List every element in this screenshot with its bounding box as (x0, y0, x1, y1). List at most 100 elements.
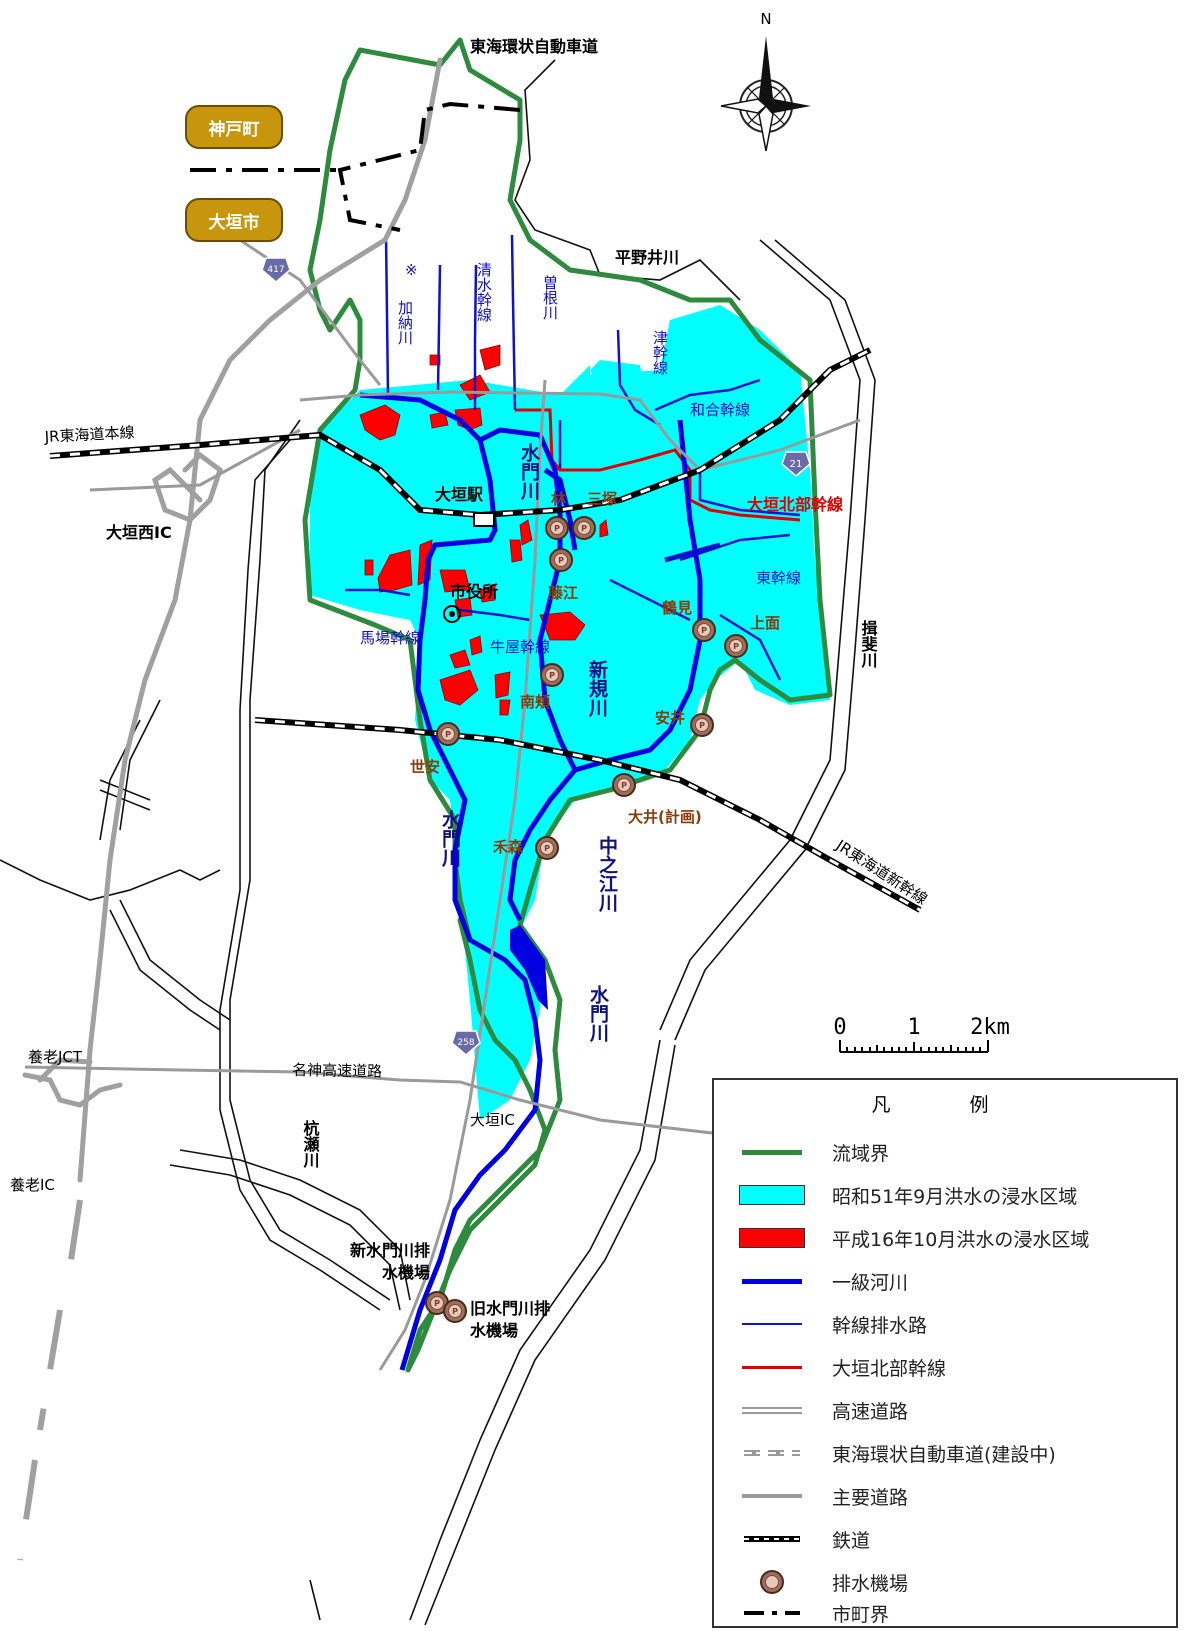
scale-2km: 2km (970, 1015, 1010, 1040)
svg-text:P: P (699, 721, 705, 730)
class1-river-icon (736, 1273, 808, 1289)
north-arrow-icon (720, 36, 811, 152)
legend-label: 平成16年10月洪水の浸水区域 (832, 1228, 1090, 1251)
route-21-label: 21 (790, 459, 803, 470)
label-yoro-ic: 養老IC (10, 1176, 55, 1194)
legend-label: 幹線排水路 (832, 1314, 928, 1337)
label-baba-trunk: 馬場幹線 (360, 629, 420, 647)
pump-kamori: P (535, 836, 559, 860)
scale-bar (839, 1040, 989, 1053)
label-nakanoe-river: 中之江川 (596, 835, 619, 913)
svg-text:P: P (701, 626, 707, 635)
label-fujie: 藤江 (548, 584, 578, 602)
label-city-hall: 市役所 (450, 582, 498, 601)
legend-label: 排水機場 (832, 1572, 909, 1595)
legend-label: 高速道路 (832, 1400, 909, 1423)
label-shinki-river: 新規川 (586, 659, 609, 718)
legend-title: 凡 例 (871, 1094, 1019, 1116)
pump-minamiyori: P (540, 663, 564, 687)
expressway-icon (736, 1402, 808, 1418)
legend-row-basin: 流域界 (714, 1132, 1176, 1172)
label-meishin: 名神高速道路 (292, 1061, 382, 1081)
legend-label: 鉄道 (832, 1529, 871, 1552)
ogaki-north-trunk-line (515, 408, 801, 522)
legend-row-railway: 鉄道 (714, 1519, 1176, 1559)
label-oi-planned: 大井(計画) (628, 808, 702, 826)
label-ogaki-north-trunk: 大垣北部幹線 (747, 495, 843, 514)
label-ogaki-station: 大垣駅 (435, 485, 484, 504)
town-badge-godo: 神戸町 (185, 105, 283, 149)
east-trunk-thick (664, 542, 721, 563)
label-old-pump-wrap: 旧水門川排水機場 (470, 1299, 551, 1340)
pump-seyasu: P (436, 722, 460, 746)
legend-row-trunk-drain: 幹線排水路 (714, 1304, 1176, 1344)
label-kano-mark: ※ (405, 261, 418, 279)
nakanoe-river-widening (510, 925, 548, 1010)
label-ushiya-trunk: 牛屋幹線 (490, 638, 550, 656)
trunk-drain-icon (736, 1316, 808, 1332)
svg-text:P: P (621, 781, 627, 790)
route-417-label: 417 (267, 265, 284, 275)
svg-text:P: P (544, 844, 550, 853)
label-minamiyori: 南頬 (520, 693, 551, 711)
expressway-construction-icon (736, 1445, 808, 1461)
svg-text:P: P (554, 524, 560, 533)
legend-row-municipal: 市町界 (714, 1598, 1176, 1628)
flood-2004-icon (736, 1228, 808, 1248)
pump-new-suimon: P (425, 1291, 449, 1315)
svg-text:P: P (733, 642, 739, 651)
municipal-boundary-icon (736, 1605, 808, 1621)
label-sone-river: 曽根川 (541, 275, 559, 320)
expressways (22, 57, 443, 1183)
label-wago-trunk: 和合幹線 (690, 401, 750, 419)
railway-icon (736, 1531, 808, 1547)
pump-old-suimon: P (443, 1299, 467, 1323)
expressway-construction (17, 1199, 83, 1561)
label-ogaki-west-ic: 大垣西IC (106, 523, 172, 542)
svg-text:P: P (434, 1299, 440, 1308)
legend: 凡 例 流域界 昭和51年9月洪水の浸水区域 平成16年10月洪水の浸水区域 一… (712, 1078, 1178, 1628)
major-road-icon (736, 1488, 808, 1504)
route-shield-258: 258 (451, 1030, 481, 1056)
label-shimizu-trunk: 清水幹線 (475, 262, 493, 322)
legend-label: 主要道路 (832, 1486, 909, 1509)
background-roads (0, 59, 876, 1626)
scale-0: 0 (833, 1015, 846, 1040)
legend-row-flood-1976: 昭和51年9月洪水の浸水区域 (714, 1175, 1176, 1215)
town-badge-ogaki: 大垣市 (185, 198, 283, 242)
legend-label: 東海環状自動車道(建設中) (832, 1443, 1056, 1466)
railways (49, 347, 922, 913)
label-tsu-trunk: 津幹線 (651, 330, 669, 375)
label-ogaki-ic: 大垣IC (470, 1111, 515, 1129)
legend-label: 大垣北部幹線 (832, 1357, 947, 1380)
route-258-label: 258 (457, 1038, 474, 1048)
label-new-pump-wrap: 新水門川排水機場 (349, 1241, 430, 1282)
label-suimon-river-upper: 水門川 (518, 443, 541, 501)
svg-text:P: P (581, 524, 587, 533)
legend-label: 一級河川 (832, 1271, 909, 1294)
legend-row-expressway: 高速道路 (714, 1390, 1176, 1430)
pump-hayashi: P (545, 516, 569, 540)
pump-fujie: P (549, 548, 573, 572)
label-mitsuzuka: 三塚 (587, 490, 617, 508)
legend-row-major-road: 主要道路 (714, 1476, 1176, 1516)
legend-label: 市町界 (832, 1603, 890, 1626)
legend-row-class1-river: 一級河川 (714, 1261, 1176, 1301)
svg-text:P: P (549, 671, 555, 680)
svg-text:P: P (558, 556, 564, 565)
pump-tsurumi: P (692, 618, 716, 642)
pump-station-icon (736, 1570, 808, 1594)
legend-row-ogaki-north: 大垣北部幹線 (714, 1347, 1176, 1387)
label-old-pump: 旧水門川排水機場 (470, 1299, 551, 1340)
pump-uwamo: P (724, 634, 748, 658)
label-tsurumi: 鶴見 (662, 599, 692, 617)
route-shield-21: 21 (781, 451, 811, 477)
label-new-pump: 新水門川排水機場 (349, 1241, 430, 1282)
label-jr-tokaido-main: JR東海道本線 (43, 423, 135, 446)
legend-row-expressway-construction: 東海環状自動車道(建設中) (714, 1433, 1176, 1473)
label-suimon-river-mid: 水門川 (439, 810, 462, 868)
legend-label: 昭和51年9月洪水の浸水区域 (832, 1185, 1078, 1208)
route-shield-417: 417 (261, 257, 291, 283)
flood-area-2004 (359, 344, 609, 716)
label-kamori: 禾森 (493, 838, 524, 856)
